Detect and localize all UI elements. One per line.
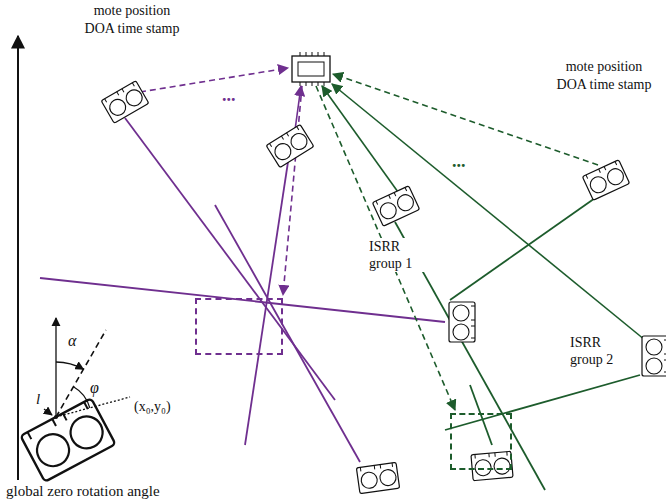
report-arrows xyxy=(140,68,645,410)
zero-axis-arrow xyxy=(17,36,19,480)
annotation-label: ... xyxy=(222,86,262,104)
group-label: ISRR group 2 xyxy=(568,334,630,368)
annotation-label: mote position DOA time stamp xyxy=(556,58,652,94)
annotation-label: (x₀,y₀) xyxy=(134,398,204,416)
annotation-label: ... xyxy=(452,152,492,170)
isrr-region-box: ISRR group 2 xyxy=(450,413,512,470)
mote-robots xyxy=(20,81,666,494)
annotation-label: mote position DOA time stamp xyxy=(84,2,180,38)
group-label: ISRR group 1 xyxy=(367,238,429,272)
annotation-label: φ xyxy=(90,379,110,397)
isrr-region-box: ISRR group 1 xyxy=(195,298,283,355)
annotation-label: l xyxy=(36,390,46,408)
angle-annotation xyxy=(44,318,130,419)
doa-lines-group-2 xyxy=(395,196,640,490)
doa-lines-group-1 xyxy=(40,118,445,462)
base-station-chip xyxy=(292,52,330,86)
annotation-label: global zero rotation angle xyxy=(6,482,306,500)
annotation-label: α xyxy=(68,332,88,350)
